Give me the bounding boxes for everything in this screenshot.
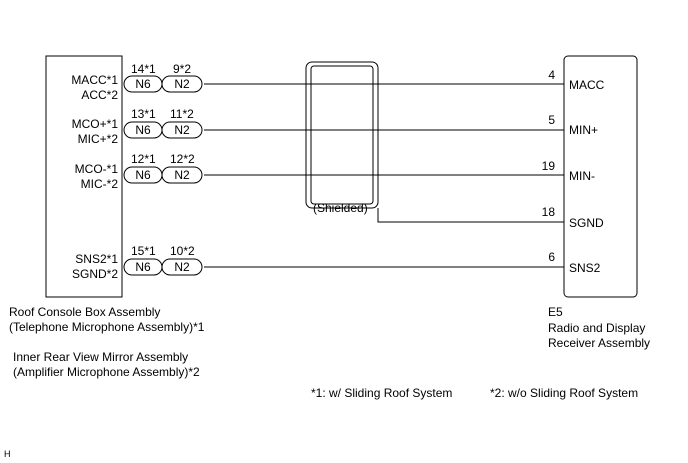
left-caption-2-line2: (Amplifier Microphone Assembly)*2 <box>13 365 200 379</box>
connector-1-b-pill <box>161 75 203 93</box>
right-pin-5-number: 6 <box>548 250 555 264</box>
corner-mark: H <box>4 449 11 459</box>
left-pin-1-label-a: MACC*1 <box>71 73 118 87</box>
shield-label: (Shielded) <box>313 201 368 215</box>
right-pin-1-label: MACC <box>569 78 605 92</box>
shield-inner <box>310 65 374 205</box>
shield-outer <box>305 61 379 209</box>
right-component-name-line2: Receiver Assembly <box>548 336 650 350</box>
left-pin-2-label-a: MCO+*1 <box>72 117 119 131</box>
connector-1-b-number: 9*2 <box>173 62 191 76</box>
connector-4-b-number: 10*2 <box>170 244 195 258</box>
right-pin-1-number: 4 <box>548 68 555 82</box>
connector-2-a-number: 13*1 <box>131 107 156 121</box>
connector-4-a-number: 15*1 <box>131 244 156 258</box>
connector-2-b-label: N2 <box>174 123 190 137</box>
right-pin-5-label: SNS2 <box>569 261 601 275</box>
connector-3-a-label: N6 <box>135 168 151 182</box>
connector-4-b-pill <box>161 258 203 276</box>
right-pin-2-label: MIN+ <box>569 123 598 137</box>
left-caption-1-line1: Roof Console Box Assembly <box>9 305 160 319</box>
left-pin-4-label-b: SGND*2 <box>72 267 118 281</box>
connector-1-a-number: 14*1 <box>131 62 156 76</box>
connector-3-a-number: 12*1 <box>131 152 156 166</box>
connector-1-a-label: N6 <box>135 77 151 91</box>
connector-2-b-pill <box>161 121 203 139</box>
right-pin-3-label: MIN- <box>569 169 595 183</box>
left-component-box <box>45 55 123 298</box>
connector-2-a-label: N6 <box>135 123 151 137</box>
left-pin-3-label-a: MCO-*1 <box>75 162 119 176</box>
left-pin-1-label-b: ACC*2 <box>81 88 118 102</box>
connector-3-b-pill <box>161 166 203 184</box>
connector-2-b-number: 11*2 <box>170 107 194 121</box>
right-pin-4-number: 18 <box>542 205 556 219</box>
note-2: *2: w/o Sliding Roof System <box>490 386 638 400</box>
left-caption-1-line2: (Telephone Microphone Assembly)*1 <box>9 320 205 334</box>
left-pin-4-label-a: SNS2*1 <box>75 252 118 266</box>
left-pin-2-label-b: MIC+*2 <box>78 132 119 146</box>
wire-sgnd-drain <box>377 208 564 223</box>
connector-4-b-label: N2 <box>174 260 190 274</box>
note-1: *1: w/ Sliding Roof System <box>311 386 452 400</box>
left-pin-3-label-b: MIC-*2 <box>81 177 119 191</box>
right-pin-2-number: 5 <box>548 113 555 127</box>
connector-4-a-label: N6 <box>135 260 151 274</box>
connector-3-b-number: 12*2 <box>170 152 195 166</box>
right-pin-4-label: SGND <box>569 216 604 230</box>
right-component-name-line1: Radio and Display <box>548 321 645 335</box>
connector-3-b-label: N2 <box>174 168 190 182</box>
connector-1-b-label: N2 <box>174 77 190 91</box>
right-component-code: E5 <box>548 305 563 319</box>
right-component-box <box>563 55 638 298</box>
left-caption-2-line1: Inner Rear View Mirror Assembly <box>13 350 188 364</box>
right-pin-3-number: 19 <box>542 159 556 173</box>
